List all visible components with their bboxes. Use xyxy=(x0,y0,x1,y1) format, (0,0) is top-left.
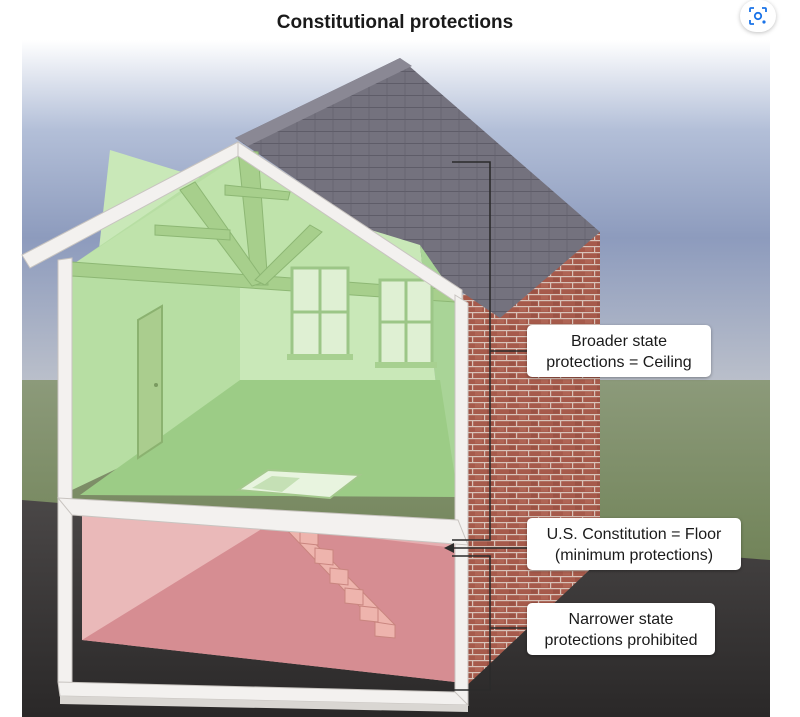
callout-line: (minimum protections) xyxy=(535,545,733,566)
callout-line: protections prohibited xyxy=(535,630,707,651)
lens-icon xyxy=(748,6,768,26)
callout-line: U.S. Constitution = Floor xyxy=(535,524,733,545)
diagram-title: Constitutional protections xyxy=(0,12,790,34)
callout-line: Broader state xyxy=(535,331,703,352)
callout-line: Narrower state xyxy=(535,609,707,630)
window-left xyxy=(287,268,353,360)
callout-broader-state: Broader state protections = Ceiling xyxy=(527,325,711,377)
callout-us-constitution: U.S. Constitution = Floor (minimum prote… xyxy=(527,518,741,570)
door xyxy=(138,306,162,458)
callout-line: protections = Ceiling xyxy=(535,352,703,373)
window-right xyxy=(375,280,437,368)
callout-narrower-state: Narrower state protections prohibited xyxy=(527,603,715,655)
lens-button[interactable] xyxy=(740,0,776,32)
